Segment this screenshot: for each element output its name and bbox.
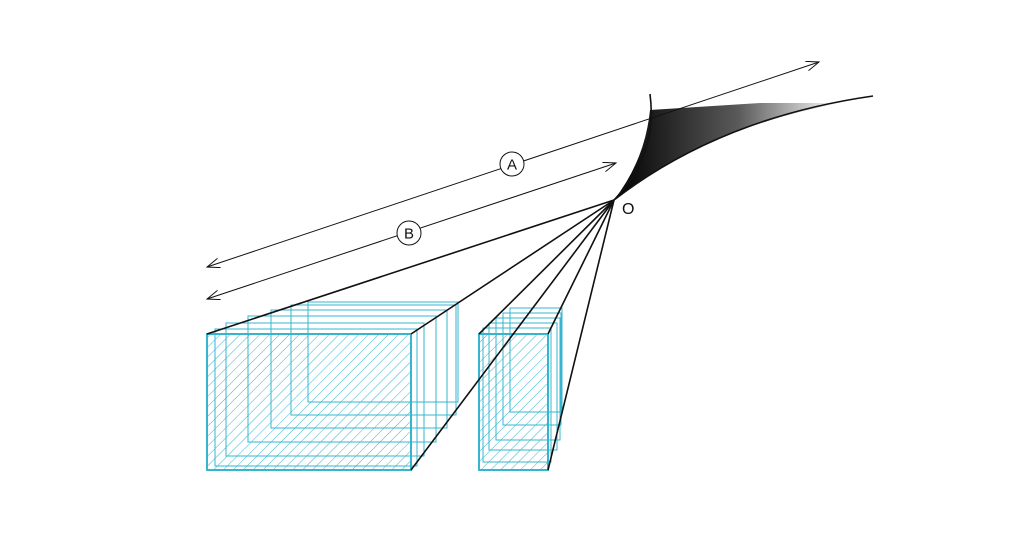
projection-line-5	[547, 199, 615, 335]
surface-shading	[614, 103, 840, 200]
label-b-circle	[396, 220, 422, 246]
projection-line-4	[478, 199, 615, 335]
right-box-front-face	[478, 333, 549, 471]
right-box	[478, 333, 549, 471]
label-a-circle	[499, 151, 525, 177]
curved-surface	[613, 93, 874, 201]
projection-lines	[206, 199, 615, 471]
left-box	[206, 333, 412, 471]
projection-line-2	[410, 199, 615, 471]
label-b: B	[404, 226, 414, 243]
origin-label: O	[622, 201, 634, 218]
projection-line-3	[410, 199, 615, 335]
label-a: A	[507, 157, 517, 174]
projection-line-1	[206, 199, 615, 335]
projection-line-6	[547, 199, 615, 471]
left-box-front-face	[206, 333, 412, 471]
dimension-arrows: A B	[207, 62, 819, 299]
